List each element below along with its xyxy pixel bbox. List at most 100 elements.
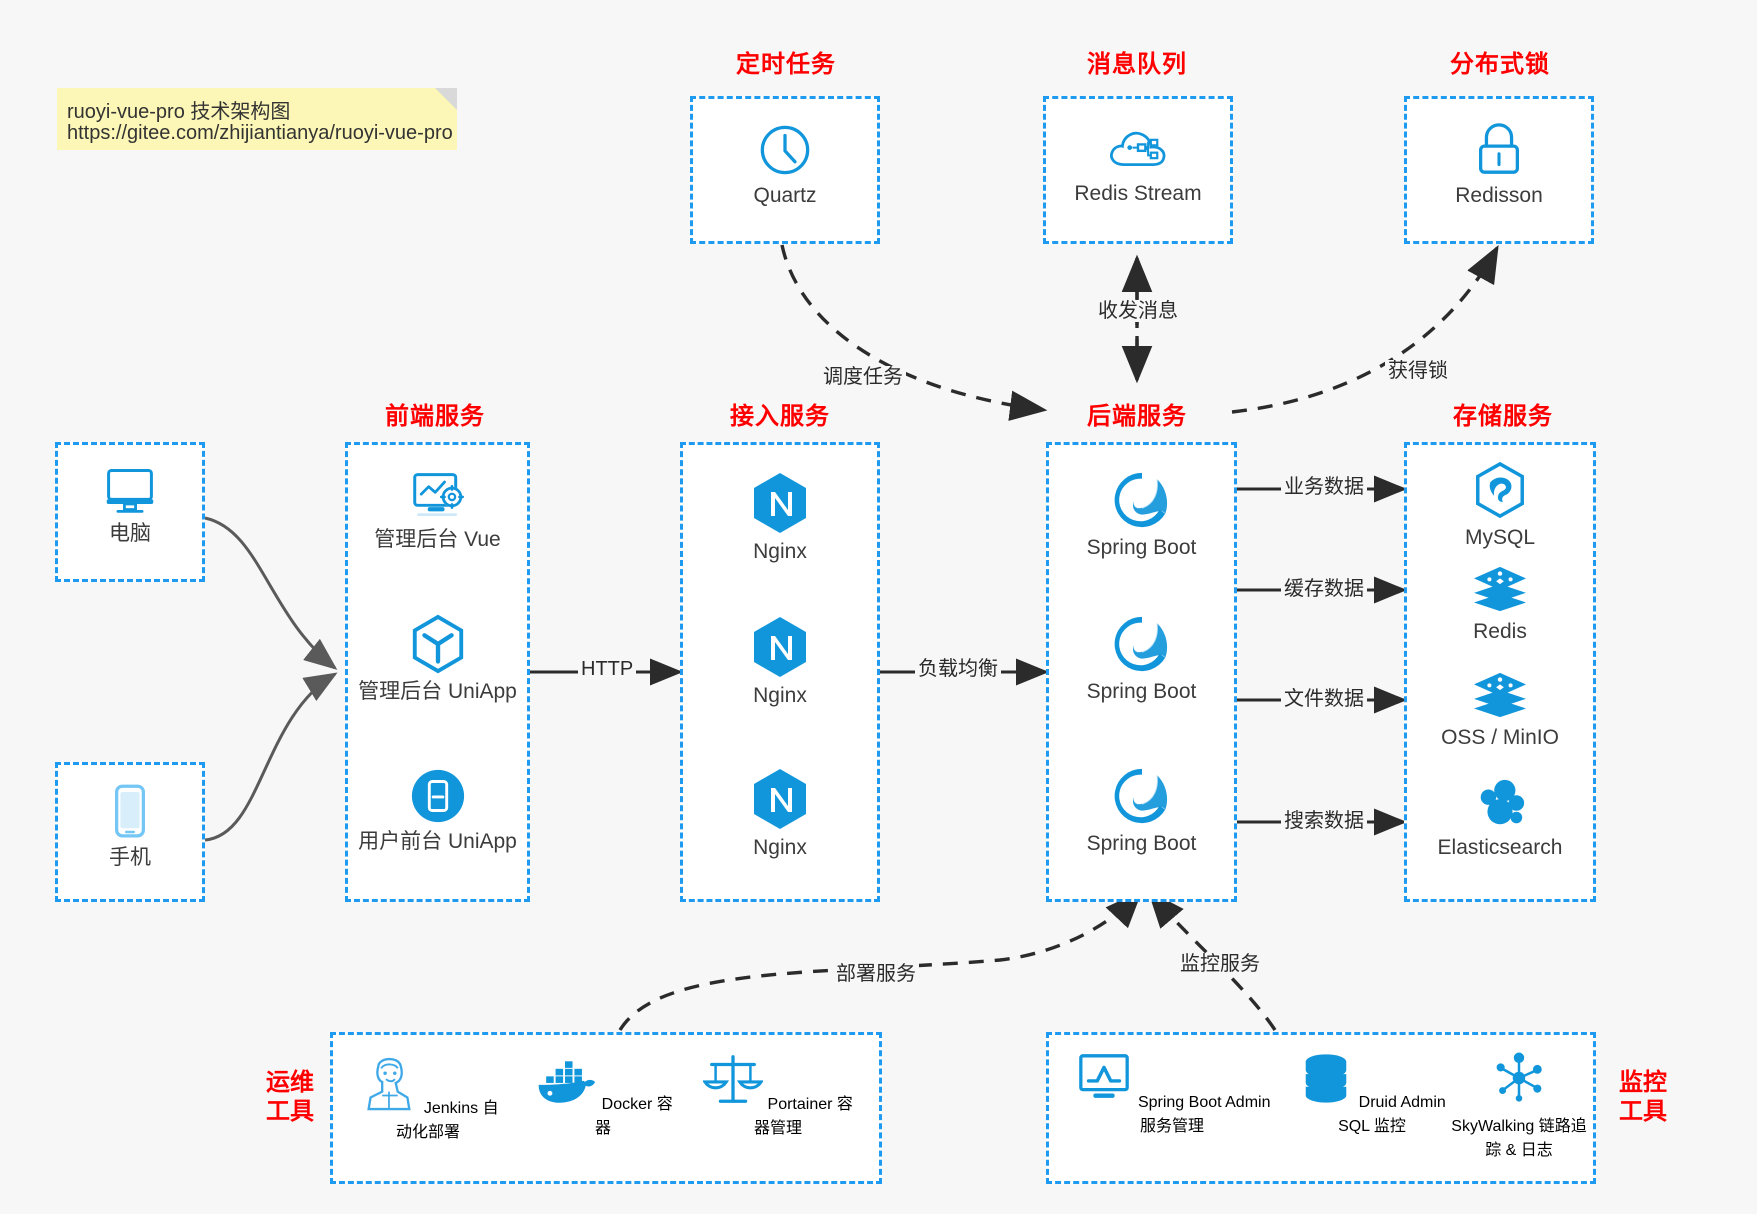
nginx-icon (754, 769, 806, 829)
spring-boot-icon (1114, 616, 1167, 672)
docker-icon (538, 1061, 596, 1103)
database-icon (1305, 1054, 1347, 1103)
node-label: Quartz (753, 184, 817, 207)
node-sublabel: SQL 监控 (1338, 1118, 1406, 1135)
node-label: Elasticsearch (1437, 836, 1563, 859)
node-redis[interactable]: Redis (1407, 563, 1593, 645)
node-label: Redisson (1455, 184, 1543, 207)
group-title-mq: 消息队列 (1087, 51, 1187, 78)
node-smartphone[interactable]: 手机 (58, 783, 202, 871)
edge-label-send-receive-message: 收发消息 (1095, 300, 1181, 322)
padlock-icon (1478, 123, 1520, 174)
node-docker[interactable]: Docker 容器 (528, 1055, 678, 1138)
edge-label-search-data: 搜索数据 (1281, 810, 1367, 832)
hexagon-cube-icon (412, 614, 463, 674)
group-title-lock: 分布式锁 (1450, 51, 1550, 78)
mobile-app-icon (411, 769, 464, 823)
dashboard-gear-icon (412, 473, 464, 517)
spring-boot-icon (1114, 768, 1167, 824)
clock-icon (760, 125, 810, 175)
group-title-scheduler: 定时任务 (736, 51, 836, 78)
node-spring-boot-2[interactable]: Spring Boot (1049, 613, 1234, 705)
scales-icon (702, 1055, 764, 1103)
node-label: Redis (1473, 620, 1527, 643)
monitor-chart-icon (1078, 1054, 1129, 1098)
node-label: Portainer (767, 1096, 833, 1113)
group-gateway: Nginx Nginx Nginx (680, 442, 880, 902)
node-user-uniapp[interactable]: 用户前台 UniApp (348, 767, 527, 855)
node-oss-minio[interactable]: OSS / MinIO (1407, 669, 1593, 751)
node-sublabel: 服务管理 (1139, 1118, 1204, 1135)
node-spring-boot-admin[interactable]: Spring Boot Admin 服务管理 (1067, 1051, 1277, 1136)
group-title-storage: 存储服务 (1453, 403, 1553, 430)
node-portainer[interactable]: Portainer 容器管理 (702, 1051, 853, 1138)
group-device-desktop: 电脑 (55, 442, 205, 582)
node-spring-boot-3[interactable]: Spring Boot (1049, 765, 1234, 857)
node-sublabel: 链路追踪 & 日志 (1485, 1118, 1587, 1159)
edge-label-http: HTTP (578, 658, 637, 680)
node-label: 用户前台 UniApp (358, 830, 517, 853)
desktop-icon (106, 468, 154, 513)
node-label: SkyWalking (1451, 1118, 1535, 1135)
node-desktop[interactable]: 电脑 (58, 463, 202, 547)
group-mq: Redis Stream (1043, 96, 1233, 244)
node-nginx-3[interactable]: Nginx (683, 767, 877, 861)
node-redis-stream[interactable]: Redis Stream (1046, 121, 1230, 207)
group-title-frontend: 前端服务 (385, 403, 485, 430)
group-lock: Redisson (1404, 96, 1594, 244)
node-admin-vue[interactable]: 管理后台 Vue (348, 469, 527, 553)
group-device-mobile: 手机 (55, 762, 205, 902)
nginx-icon (754, 473, 806, 533)
group-storage: MySQL Redis (1404, 442, 1596, 902)
node-nginx-1[interactable]: Nginx (683, 471, 877, 565)
edge-label-business-data: 业务数据 (1281, 476, 1367, 498)
node-label: Spring Boot (1086, 536, 1197, 559)
edge-label-file-data: 文件数据 (1281, 688, 1367, 710)
caption-monitor-line1: 监控 (1619, 1069, 1667, 1096)
node-mysql[interactable]: MySQL (1407, 461, 1593, 551)
note-line-2: https://gitee.com/zhijiantianya/ruoyi-vu… (67, 122, 453, 144)
jenkins-icon (367, 1057, 412, 1111)
caption-monitor-line2: 工具 (1619, 1098, 1667, 1126)
cloud-stream-icon (1110, 131, 1166, 166)
caption-devops-line2: 工具 (266, 1098, 314, 1126)
nginx-icon (754, 617, 806, 677)
edge-label-monitor-service: 监控服务 (1177, 953, 1263, 975)
node-druid-admin[interactable]: Druid Admin SQL 监控 (1297, 1051, 1447, 1136)
node-sublabel: 容器 (594, 1096, 673, 1137)
group-scheduler: Quartz (690, 96, 880, 244)
node-elasticsearch[interactable]: Elasticsearch (1407, 775, 1593, 861)
caption-devops: 运维 工具 (255, 1068, 325, 1127)
title-note: ruoyi-vue-pro 技术架构图 https://gitee.com/zh… (57, 88, 457, 150)
edge-label-schedule-task: 调度任务 (820, 366, 906, 388)
node-label: Druid Admin (1358, 1094, 1446, 1111)
note-line-1: ruoyi-vue-pro 技术架构图 (67, 101, 291, 123)
node-redisson[interactable]: Redisson (1407, 119, 1591, 209)
node-label: Redis Stream (1074, 182, 1202, 205)
edge-label-acquire-lock: 获得锁 (1385, 360, 1451, 382)
node-nginx-2[interactable]: Nginx (683, 615, 877, 709)
node-spring-boot-1[interactable]: Spring Boot (1049, 469, 1234, 561)
node-quartz[interactable]: Quartz (693, 121, 877, 209)
edge-label-deploy-service: 部署服务 (833, 963, 919, 985)
smartphone-icon (115, 784, 145, 838)
node-label: Spring Boot Admin (1137, 1094, 1271, 1111)
spring-boot-icon (1114, 472, 1167, 528)
node-label: 电脑 (109, 522, 151, 545)
note-fold-corner (435, 88, 457, 110)
node-skywalking[interactable]: SkyWalking 链路追踪 & 日志 (1449, 1051, 1589, 1160)
node-jenkins[interactable]: Jenkins 自动化部署 (353, 1049, 503, 1142)
node-label: OSS / MinIO (1441, 726, 1559, 749)
node-admin-uniapp[interactable]: 管理后台 UniApp (348, 613, 527, 705)
group-title-gateway: 接入服务 (730, 403, 830, 430)
group-frontend: 管理后台 Vue 管理后台 UniApp 用户前台 UniApp (345, 442, 530, 902)
caption-devops-line1: 运维 (266, 1069, 314, 1096)
oss-stack-icon (1474, 672, 1526, 718)
caption-monitor: 监控 工具 (1608, 1068, 1678, 1127)
redis-stack-icon (1474, 566, 1526, 612)
mysql-icon (1476, 461, 1524, 519)
node-label: Docker (601, 1096, 653, 1113)
edge-label-cache-data: 缓存数据 (1281, 578, 1367, 600)
skywalking-icon (1496, 1052, 1542, 1102)
